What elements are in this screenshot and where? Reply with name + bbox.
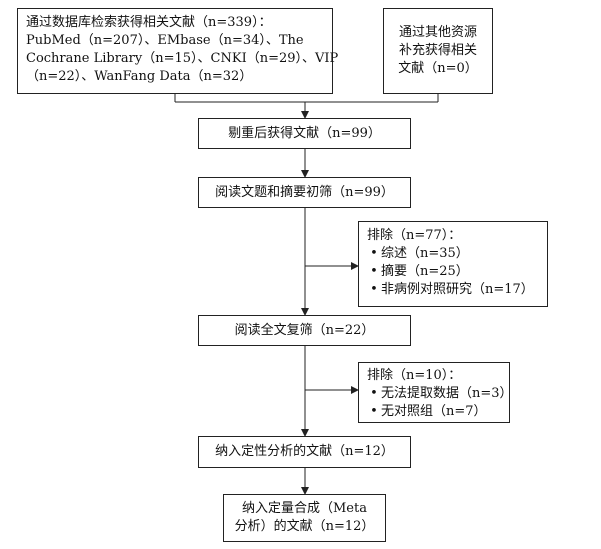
bullet-icon: • xyxy=(370,264,378,279)
list-item: •摘要（n=25） xyxy=(367,263,539,281)
list-item: •无法提取数据（n=3） xyxy=(367,385,512,403)
bullet-icon: • xyxy=(370,282,378,297)
exclusion-1-item-non-case-control: 非病例对照研究（n=17） xyxy=(381,282,534,297)
exclusion-box-1: 排除（n=77）： •综述（n=35） •摘要（n=25） •非病例对照研究（n… xyxy=(358,221,548,307)
exclusion-1-item-review: 综述（n=35） xyxy=(381,246,469,261)
bullet-icon: • xyxy=(370,246,378,261)
fulltext-text: 阅读全文复筛（n=22） xyxy=(234,322,375,338)
bullet-icon: • xyxy=(370,404,378,419)
title-abstract-text: 阅读文题和摘要初筛（n=99） xyxy=(215,184,394,200)
database-search-line-1: 通过数据库检索获得相关文献（n=339）： xyxy=(26,15,272,30)
after-dedup-text: 剔重后获得文献（n=99） xyxy=(228,125,381,141)
list-item: •非病例对照研究（n=17） xyxy=(367,281,539,299)
list-item: •无对照组（n=7） xyxy=(367,403,501,421)
qualitative-box: 纳入定性分析的文献（n=12） xyxy=(198,436,411,468)
exclusion-1-item-abstract: 摘要（n=25） xyxy=(381,264,469,279)
list-item: •综述（n=35） xyxy=(367,245,539,263)
qualitative-text: 纳入定性分析的文献（n=12） xyxy=(215,444,394,459)
fulltext-box: 阅读全文复筛（n=22） xyxy=(198,315,411,346)
exclusion-2-item-no-data: 无法提取数据（n=3） xyxy=(381,386,513,401)
database-search-line-2: PubMed（n=207）、EMbase（n=34）、The xyxy=(26,33,304,48)
exclusion-2-list: •无法提取数据（n=3） •无对照组（n=7） xyxy=(367,385,512,421)
title-abstract-box: 阅读文题和摘要初筛（n=99） xyxy=(198,177,411,208)
quantitative-line-1: 纳入定量合成（Meta xyxy=(242,501,367,516)
exclusion-box-2: 排除（n=10）： •无法提取数据（n=3） •无对照组（n=7） xyxy=(358,362,513,423)
quantitative-box: 纳入定量合成（Meta 分析）的文献（n=12） xyxy=(223,494,386,542)
bullet-icon: • xyxy=(370,386,378,401)
database-search-box: 通过数据库检索获得相关文献（n=339）： PubMed（n=207）、EMba… xyxy=(17,8,339,94)
other-sources-line-2: 补充获得相关 xyxy=(398,43,477,58)
database-search-line-4: （n=22）、WanFang Data（n=32） xyxy=(26,69,253,84)
exclusion-2-title: 排除（n=10）： xyxy=(367,368,462,383)
after-dedup-box: 剔重后获得文献（n=99） xyxy=(198,118,411,149)
exclusion-1-title: 排除（n=77）： xyxy=(367,228,462,243)
database-search-line-3: Cochrane Library（n=15）、CNKI（n=29）、VIP xyxy=(26,51,339,66)
other-sources-line-1: 通过其他资源 xyxy=(398,25,477,40)
exclusion-1-list: •综述（n=35） •摘要（n=25） •非病例对照研究（n=17） xyxy=(367,245,539,299)
quantitative-line-2: 分析）的文献（n=12） xyxy=(234,519,375,534)
other-sources-line-3: 文献（n=0） xyxy=(398,61,478,76)
other-sources-box: 通过其他资源 补充获得相关 文献（n=0） xyxy=(383,8,493,94)
exclusion-2-item-no-control: 无对照组（n=7） xyxy=(381,404,487,419)
